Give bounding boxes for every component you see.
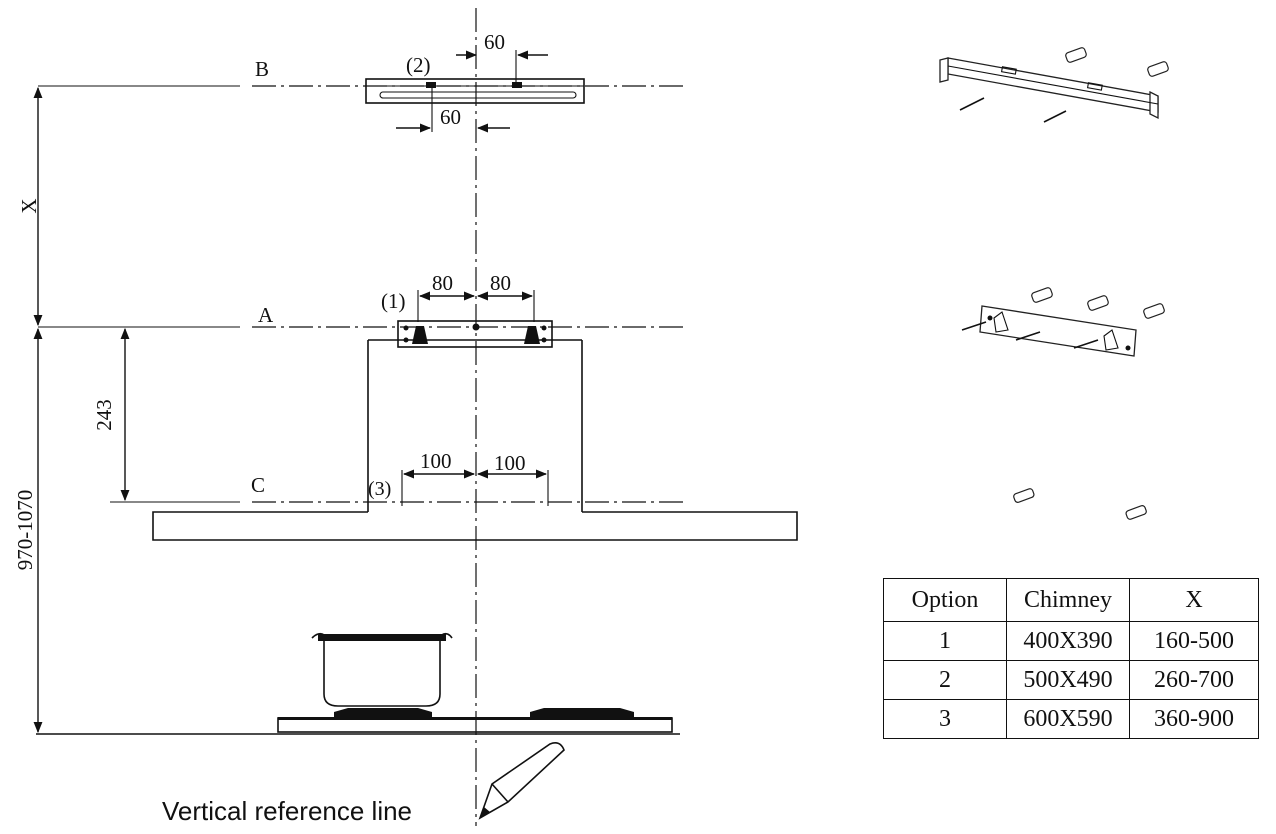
dim-80-left: 80 <box>432 271 453 295</box>
part-2-wall-plug-icons <box>1065 47 1169 77</box>
part-2-bracket-illustration <box>939 57 1159 123</box>
dim-x: X <box>17 198 41 213</box>
header-chimney: Chimney <box>1006 578 1130 622</box>
chimney-options-table: Option Chimney X 1 400X390 160-500 2 500… <box>883 578 1259 739</box>
cell-chimney: 600X590 <box>1006 699 1130 739</box>
label-b: B <box>255 57 269 81</box>
part-1-wall-plug-icons <box>1031 287 1165 319</box>
hood-outline <box>152 339 798 541</box>
hob-icon <box>277 708 673 733</box>
dim-970-1070: 970-1070 <box>13 490 37 571</box>
table-row: 3 600X590 360-900 <box>883 699 1259 739</box>
dim-100-left: 100 <box>420 449 452 473</box>
cell-chimney: 400X390 <box>1006 621 1130 661</box>
dim-60-bottom: 60 <box>440 105 461 129</box>
reference-line-caption: Vertical reference line <box>162 796 412 826</box>
cell-chimney: 500X490 <box>1006 660 1130 700</box>
cell-x: 260-700 <box>1129 660 1259 700</box>
label-c: C <box>251 473 265 497</box>
part-1-bracket-illustration <box>961 305 1137 357</box>
table-row: 2 500X490 260-700 <box>883 660 1259 700</box>
cell-option: 2 <box>883 660 1007 700</box>
header-x: X <box>1129 578 1259 622</box>
dim-243: 243 <box>92 399 116 431</box>
label-part-2: (2) <box>406 53 431 77</box>
cell-option: 1 <box>883 621 1007 661</box>
header-option: Option <box>883 578 1007 622</box>
cell-option: 3 <box>883 699 1007 739</box>
dim-100-right: 100 <box>494 451 526 475</box>
table-row: 1 400X390 160-500 <box>883 621 1259 661</box>
dim-80-right: 80 <box>490 271 511 295</box>
cell-x: 360-900 <box>1129 699 1259 739</box>
dim-60-top: 60 <box>484 30 505 54</box>
label-a: A <box>258 303 274 327</box>
part-3-screw-icons <box>1013 488 1147 520</box>
pot-icon <box>311 632 453 707</box>
label-part-1: (1) <box>381 289 406 313</box>
lower-bracket-1 <box>397 320 553 348</box>
label-part-3: (3) <box>368 478 391 500</box>
table-header-row: Option Chimney X <box>883 578 1259 622</box>
upper-bracket-2 <box>365 78 585 104</box>
cell-x: 160-500 <box>1129 621 1259 661</box>
pencil-icon <box>478 742 565 820</box>
